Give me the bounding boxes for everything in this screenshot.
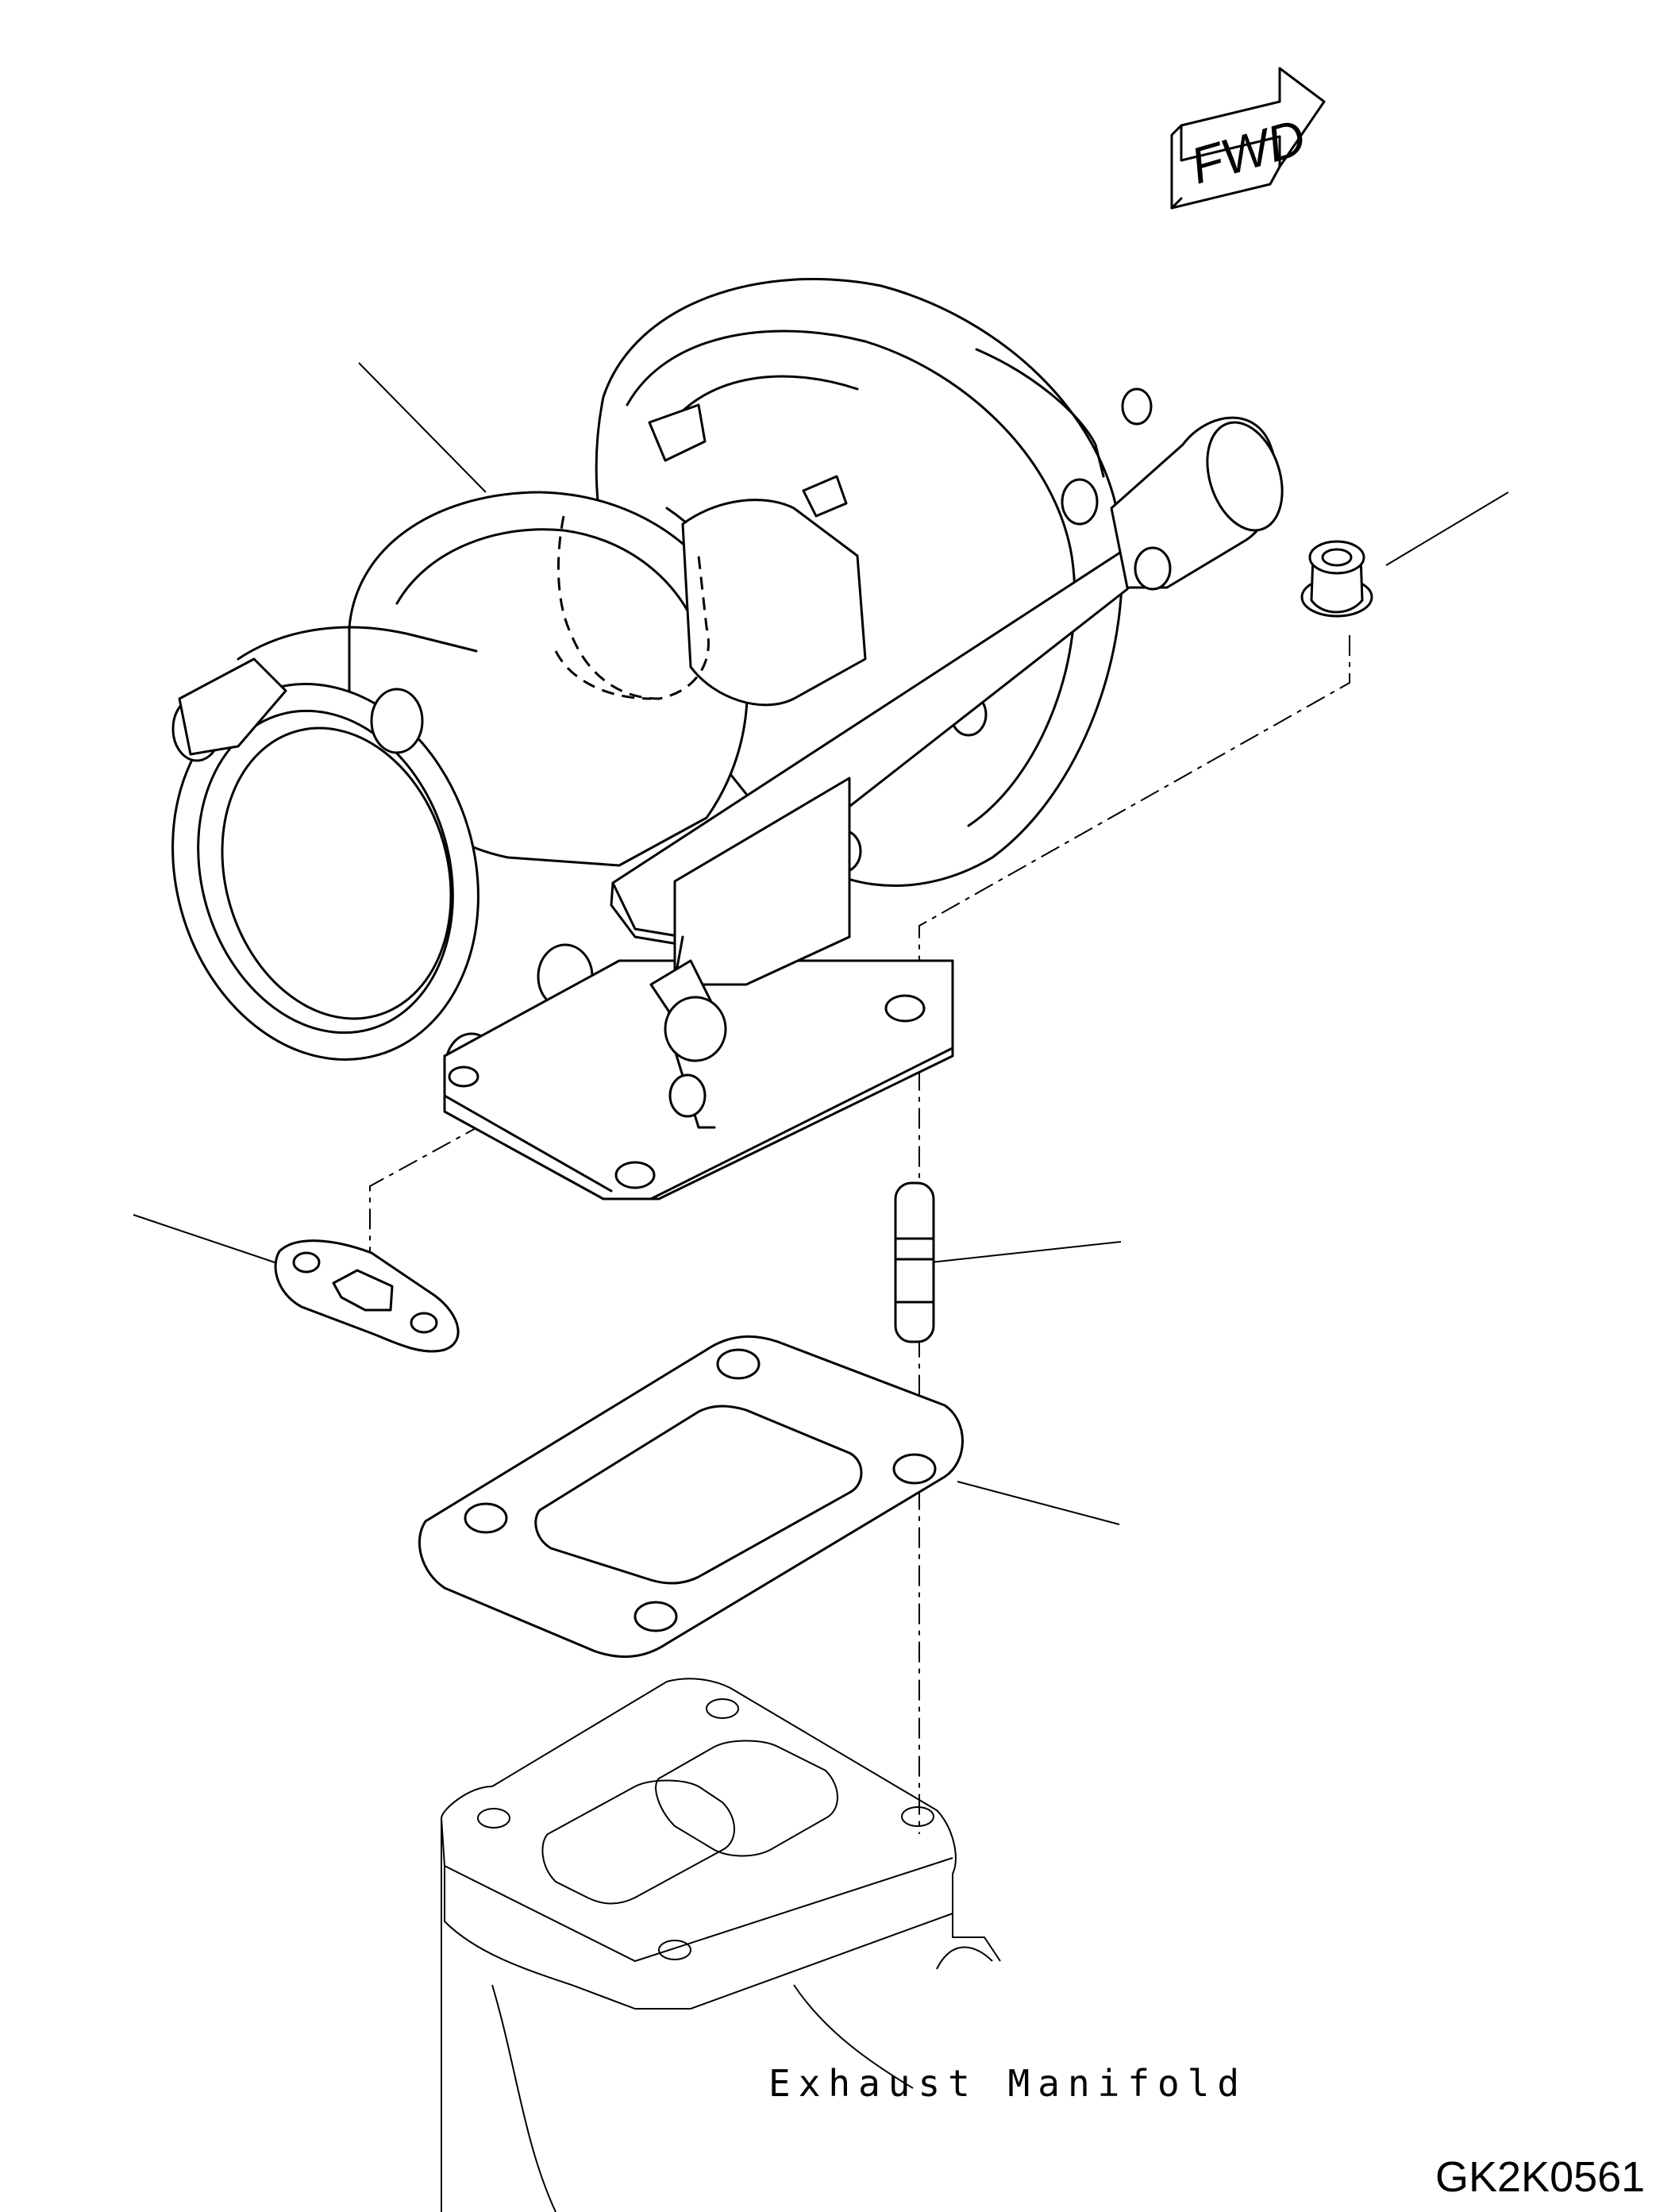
oil-drain-gasket	[274, 1239, 460, 1353]
stud-bolt	[894, 1181, 935, 1343]
turbocharger-assembly	[171, 278, 1284, 1200]
turbine-flange-gasket	[418, 1335, 964, 1659]
fwd-direction-arrow: FWD	[1170, 67, 1326, 210]
exhaust-manifold-outline	[441, 1678, 1001, 2212]
flange-nut	[1300, 540, 1373, 618]
drawing-number: GK2K0561	[1435, 2153, 1645, 2201]
exhaust-manifold-caption: Exhaust Manifold	[768, 2062, 1247, 2105]
leader-lines	[133, 362, 1509, 1525]
